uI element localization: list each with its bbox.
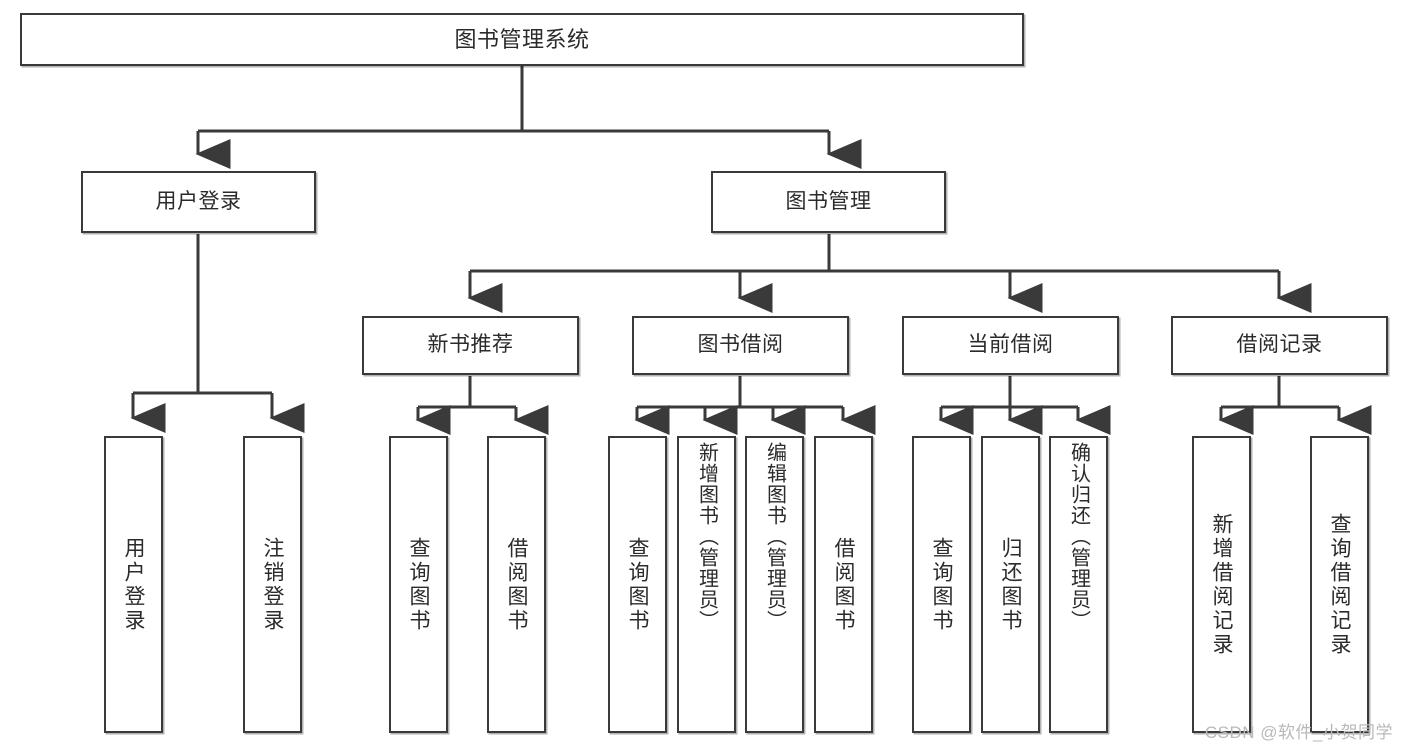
node-label: 查询借阅记录 [1328, 512, 1351, 657]
node-root-book-management-system[interactable]: 图书管理系统 [20, 13, 1024, 66]
watermark-text: CSDN @软件_小贺同学 [1204, 723, 1393, 742]
leaf-user-login[interactable]: 用户登录 [104, 436, 163, 733]
node-label: 图书管理 [785, 189, 872, 213]
node-book-management[interactable]: 图书管理 [711, 171, 946, 233]
node-label: 用户登录 [122, 536, 145, 633]
node-label: 归还图书 [999, 536, 1022, 633]
leaf-add-borrow-record[interactable]: 新增借阅记录 [1192, 436, 1251, 733]
node-borrowing-records[interactable]: 借阅记录 [1171, 316, 1388, 375]
leaf-query-borrow-record[interactable]: 查询借阅记录 [1310, 436, 1369, 733]
node-label: 确认归还（管理员） [1067, 442, 1090, 631]
node-current-borrowing[interactable]: 当前借阅 [902, 316, 1119, 375]
leaf-logout[interactable]: 注销登录 [243, 436, 302, 733]
node-book-borrowing[interactable]: 图书借阅 [632, 316, 849, 375]
node-label: 注销登录 [261, 536, 284, 633]
node-label: 查询图书 [930, 536, 953, 633]
node-user-login[interactable]: 用户登录 [81, 171, 316, 233]
leaf-add-book-admin[interactable]: 新增图书（管理员） [677, 436, 736, 733]
node-label: 图书管理系统 [454, 26, 590, 52]
node-label: 当前借阅 [967, 333, 1054, 357]
leaf-confirm-return-admin[interactable]: 确认归还（管理员） [1049, 436, 1108, 733]
node-new-book-recommendation[interactable]: 新书推荐 [362, 316, 579, 375]
node-label: 查询图书 [626, 536, 649, 633]
leaf-borrow-book[interactable]: 借阅图书 [814, 436, 873, 733]
node-label: 借阅图书 [505, 536, 528, 633]
node-label: 图书借阅 [697, 333, 784, 357]
leaf-query-book-current[interactable]: 查询图书 [912, 436, 971, 733]
leaf-borrow-book-recommend[interactable]: 借阅图书 [487, 436, 546, 733]
node-label: 查询图书 [407, 536, 430, 633]
node-label: 编辑图书（管理员） [763, 442, 786, 631]
node-label: 借阅图书 [832, 536, 855, 633]
node-label: 借阅记录 [1236, 333, 1323, 357]
node-label: 新书推荐 [427, 333, 514, 357]
leaf-edit-book-admin[interactable]: 编辑图书（管理员） [745, 436, 804, 733]
node-label: 新增借阅记录 [1210, 512, 1233, 657]
node-label: 新增图书（管理员） [695, 442, 718, 631]
leaf-query-book-borrow[interactable]: 查询图书 [608, 436, 667, 733]
node-label: 用户登录 [155, 189, 242, 213]
leaf-query-book-recommend[interactable]: 查询图书 [389, 436, 448, 733]
leaf-return-book[interactable]: 归还图书 [981, 436, 1040, 733]
